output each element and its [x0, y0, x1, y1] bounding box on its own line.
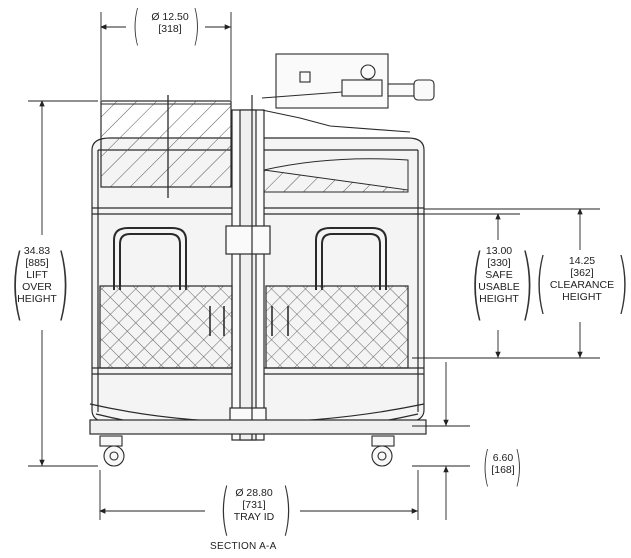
paren-right: ): [617, 244, 629, 321]
center-column: [225, 95, 271, 441]
section-caption: SECTION A-A: [210, 541, 277, 552]
dim-base-height: 6.60 [168]: [488, 452, 518, 476]
right-shelf: [263, 158, 409, 193]
paren-left: (: [132, 1, 140, 50]
dim-line: 14.25: [568, 255, 596, 267]
dim-line: [731]: [242, 499, 266, 511]
dim-line: [330]: [487, 257, 511, 269]
dim-line: 13.00: [485, 245, 513, 257]
dim-line: USABLE: [478, 281, 520, 293]
paren-right: ): [520, 239, 535, 329]
dim-lift-over-height: 34.83 [885] LIFT OVER HEIGHT: [14, 245, 60, 305]
dim-line: CLEARANCE: [549, 279, 615, 291]
lid-plug: [100, 95, 232, 198]
sample-racks: [99, 285, 409, 369]
paren-left: (: [10, 239, 25, 329]
dim-line: 34.83: [23, 245, 51, 257]
dim-line: [318]: [158, 23, 182, 35]
dim-line: HEIGHT: [17, 293, 57, 305]
dim-top-diameter: Ø 12.50 [318]: [140, 11, 200, 35]
dim-line: 6.60: [492, 452, 514, 464]
paren-left: (: [535, 244, 547, 321]
paren-right: ): [192, 1, 200, 50]
pump-assembly: [261, 53, 435, 133]
racks-handles: [113, 227, 387, 290]
base-tray: [89, 403, 427, 435]
paren-right: ): [514, 442, 522, 491]
dim-safe-usable-height: 13.00 [330] SAFE USABLE HEIGHT: [474, 245, 524, 305]
dim-line: SAFE: [485, 269, 513, 281]
dim-line: [168]: [491, 464, 515, 476]
dim-line: OVER: [22, 281, 52, 293]
dimension-lines: [28, 12, 600, 520]
dim-line: [885]: [25, 257, 49, 269]
dim-line: HEIGHT: [479, 293, 519, 305]
dim-line: Ø 28.80: [235, 487, 273, 499]
paren-right: ): [282, 477, 292, 542]
dim-line: TRAY ID: [233, 511, 275, 523]
dim-line: LIFT: [26, 269, 48, 281]
paren-left: (: [482, 442, 490, 491]
paren-left: (: [470, 239, 485, 329]
dim-line: Ø 12.50: [151, 11, 189, 23]
paren-left: (: [220, 477, 230, 542]
dim-line: [362]: [570, 267, 594, 279]
casters: [99, 435, 395, 467]
dim-line: HEIGHT: [562, 291, 602, 303]
paren-right: ): [56, 239, 71, 329]
dim-clearance-height: 14.25 [362] CLEARANCE HEIGHT: [540, 255, 624, 303]
dim-tray-id: Ø 28.80 [731] TRAY ID: [222, 487, 286, 523]
